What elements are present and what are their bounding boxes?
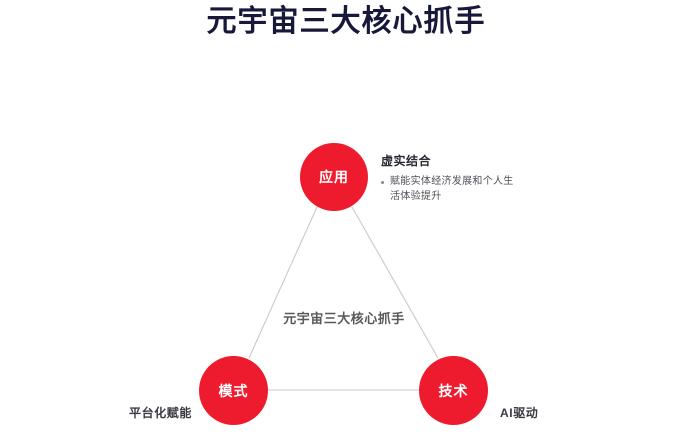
diagram-center-caption: 元宇宙三大核心抓手 bbox=[283, 311, 405, 326]
node-app[interactable]: 应用 bbox=[300, 143, 368, 211]
node-tech-side-label: AI驱动 bbox=[500, 406, 539, 420]
node-app-label: 应用 bbox=[319, 169, 349, 185]
node-model-side-label: 平台化赋能 bbox=[129, 406, 193, 420]
node-model-label: 模式 bbox=[218, 382, 249, 399]
callout-app: 虚实结合 赋能实体经济发展和个人生活体验提升 bbox=[381, 154, 516, 204]
node-model[interactable]: 模式 bbox=[199, 356, 268, 425]
page-title: 元宇宙三大核心抓手 bbox=[206, 5, 486, 38]
callout-app-bullet-row: 赋能实体经济发展和个人生活体验提升 bbox=[381, 175, 516, 204]
bullet-dot-icon bbox=[381, 181, 384, 185]
callout-app-heading: 虚实结合 bbox=[381, 154, 432, 168]
callout-app-bullet-text: 赋能实体经济发展和个人生活体验提升 bbox=[390, 176, 514, 202]
edge-app-model bbox=[248, 206, 318, 359]
node-tech[interactable]: 技术 bbox=[419, 356, 488, 425]
node-tech-label: 技术 bbox=[438, 382, 469, 399]
edge-app-tech bbox=[351, 206, 439, 359]
